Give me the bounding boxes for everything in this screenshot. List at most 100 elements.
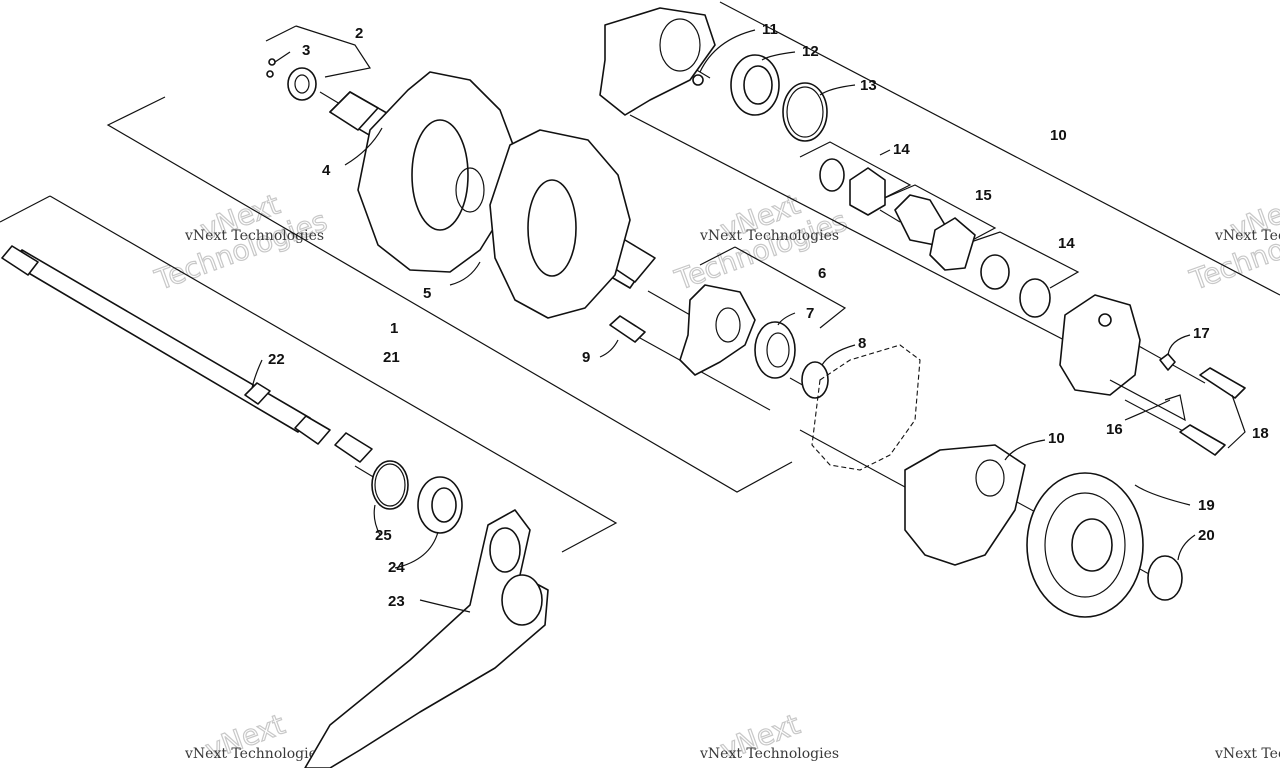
watermark-text: vNext Technologies (699, 228, 839, 244)
axis-line (1124, 399, 1186, 433)
watermark-text: vNext Technologies (1214, 746, 1280, 762)
bracket-line-21b (49, 195, 618, 553)
brake-disc-hub (1071, 518, 1113, 572)
callout-6: 6 (818, 265, 826, 282)
brake-disc (1026, 472, 1144, 618)
leader-17 (1167, 334, 1191, 356)
leader-18 (1227, 394, 1246, 449)
bracket-line-15 (879, 184, 997, 245)
leader-3 (274, 51, 291, 63)
callout-23: 23 (388, 593, 405, 610)
leader-8 (821, 344, 856, 366)
axle-shaft (1, 245, 373, 463)
hex-bolt (609, 315, 646, 343)
watermark-group: vNext Technologies vNext Technologies vN… (150, 187, 1280, 767)
leader-20 (1177, 534, 1196, 561)
axis-line (799, 429, 906, 488)
callout-5: 5 (423, 285, 431, 302)
gasket-plate (679, 284, 756, 376)
gasket-and-seals (609, 284, 829, 399)
housing-bolt (692, 74, 704, 86)
axis-line (879, 209, 901, 223)
callout-8: 8 (858, 335, 866, 352)
leader-11 (699, 29, 756, 73)
retaining-ring-inner (786, 86, 824, 138)
small-pin (268, 58, 276, 66)
bracket-line-10 (719, 1, 1280, 296)
lower-bearing-inner (431, 487, 457, 523)
callout-12: 12 (802, 43, 819, 60)
leader-4 (344, 127, 383, 166)
axis-line (639, 337, 771, 411)
callout-25: 25 (375, 527, 392, 544)
spacer-lower (980, 254, 1010, 290)
seal-part (266, 58, 317, 101)
callout-2: 2 (355, 25, 363, 42)
bearing-housing-bore (659, 18, 701, 72)
leader-9 (599, 339, 619, 358)
bracket-line-21 (0, 195, 51, 223)
idler-arm-body (304, 509, 549, 768)
callout-13: 13 (860, 77, 877, 94)
callout-labels: 1 2 3 4 5 6 7 8 9 10 10 11 12 13 14 14 1… (268, 21, 1269, 610)
callout-7: 7 (806, 305, 814, 322)
small-pin (266, 70, 274, 78)
bearing-housing-top (599, 7, 716, 116)
callout-3: 3 (302, 42, 310, 59)
idler-arm-hub (501, 574, 543, 626)
drive-spline-left (329, 91, 379, 131)
callout-21: 21 (383, 349, 400, 366)
leader-24 (394, 531, 439, 569)
bearing-and-ring (730, 54, 828, 142)
caliper-lower-body (904, 444, 1026, 566)
bracket-line-2b (295, 25, 371, 78)
axle-collar (244, 382, 271, 405)
axle-spline-mid (294, 415, 331, 445)
leader-19 (1134, 484, 1191, 506)
caliper-lower (904, 444, 1026, 566)
caliper-upper (1059, 294, 1141, 396)
leader-13 (819, 84, 856, 96)
axis-line (319, 91, 341, 105)
idler-arm (304, 509, 549, 768)
callout-17: 17 (1193, 325, 1210, 342)
leader-12 (761, 51, 796, 61)
o-ring (371, 460, 409, 510)
callout-10-lower: 10 (1048, 430, 1065, 447)
bracket-line-1 (106, 96, 793, 493)
brake-pad-inner (929, 217, 976, 271)
watermark-text: vNext Technologies (1214, 228, 1280, 244)
callout-10-upper: 10 (1050, 127, 1067, 144)
callout-1: 1 (390, 320, 398, 337)
brake-disc-hole-ring (1044, 492, 1126, 598)
watermark-text: vNext Technologies (699, 746, 839, 762)
callout-24: 24 (388, 559, 405, 576)
callout-11: 11 (762, 21, 778, 38)
leader-7 (777, 312, 796, 326)
oil-seal-inner (766, 332, 790, 368)
drive-sprocket-assembly (329, 71, 656, 319)
o-ring-inner (374, 463, 406, 507)
axle-spline-tip (334, 432, 373, 463)
sprocket-hub-right (527, 179, 577, 277)
lower-bearing-set (371, 460, 463, 534)
brake-parts (819, 158, 1051, 318)
callout-14-lower: 14 (1058, 235, 1075, 252)
bracket-line-6b (699, 246, 736, 266)
caliper-hardware (1109, 353, 1246, 456)
leader-14a (879, 149, 891, 156)
leader-23 (419, 599, 471, 613)
sprocket-hub-left (411, 119, 469, 231)
sprocket-bore (455, 167, 485, 213)
assembly-bracket-lines (0, 1, 1280, 553)
leader-16 (1124, 399, 1171, 421)
snap-ring (801, 361, 829, 399)
idler-arm-eye (489, 527, 521, 573)
bleeder-screw (1159, 353, 1176, 371)
caliper-lower-bore (975, 459, 1005, 497)
callout-15: 15 (975, 187, 992, 204)
axis-line (354, 465, 376, 479)
cap-screw-upper (1199, 367, 1246, 399)
caliper-upper-body (1059, 294, 1141, 396)
callout-9: 9 (582, 349, 590, 366)
